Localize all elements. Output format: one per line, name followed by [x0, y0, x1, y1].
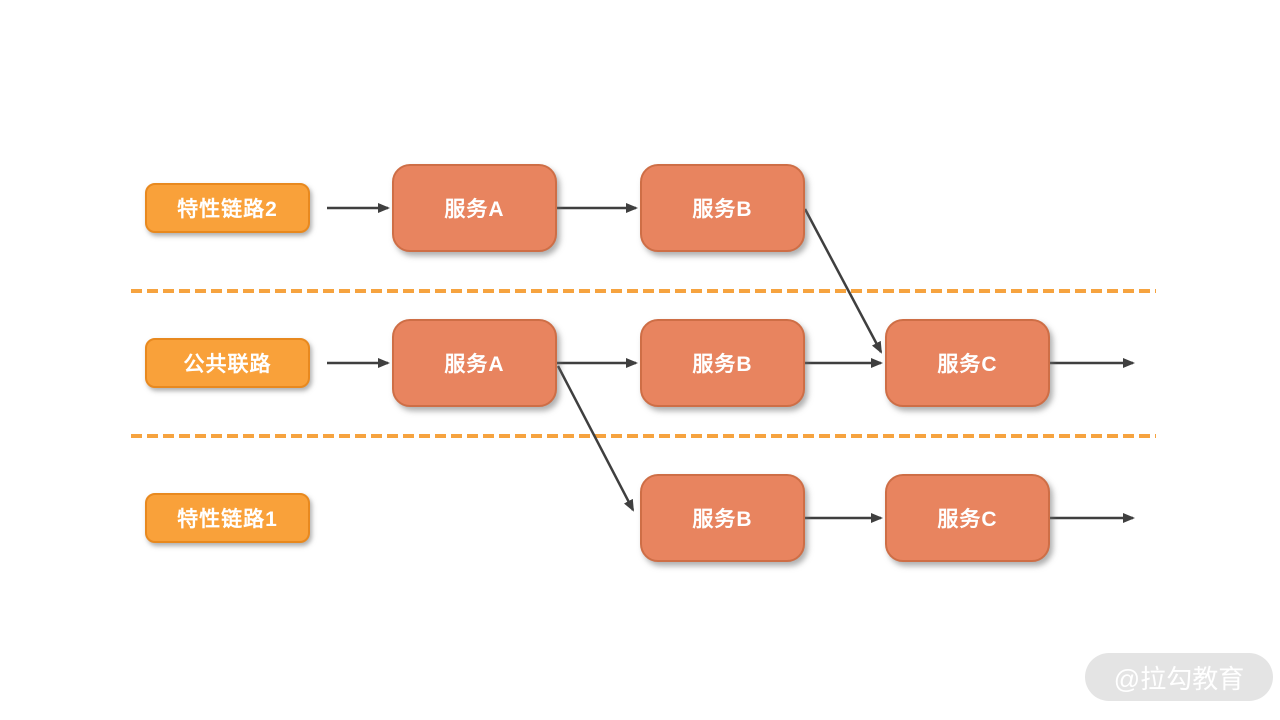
lane-label-feature-link-2: 特性链路2: [145, 183, 310, 233]
arrow-service-b-top-to-service-c-mid: [803, 208, 883, 354]
arrow-service-a-mid-to-service-b-bottom: [556, 365, 635, 512]
node-service-c-bottom: 服务C: [885, 474, 1050, 562]
node-service-b-top: 服务B: [640, 164, 805, 252]
node-service-b-mid: 服务B: [640, 319, 805, 407]
node-service-a-top: 服务A: [392, 164, 557, 252]
node-service-c-mid: 服务C: [885, 319, 1050, 407]
watermark-text: @拉勾教育: [1113, 663, 1245, 694]
node-service-a-mid: 服务A: [392, 319, 557, 407]
watermark-badge: @拉勾教育: [1085, 653, 1273, 701]
lane-label-feature-link-1: 特性链路1: [145, 493, 310, 543]
node-service-b-bottom: 服务B: [640, 474, 805, 562]
lane-label-common-link: 公共联路: [145, 338, 310, 388]
